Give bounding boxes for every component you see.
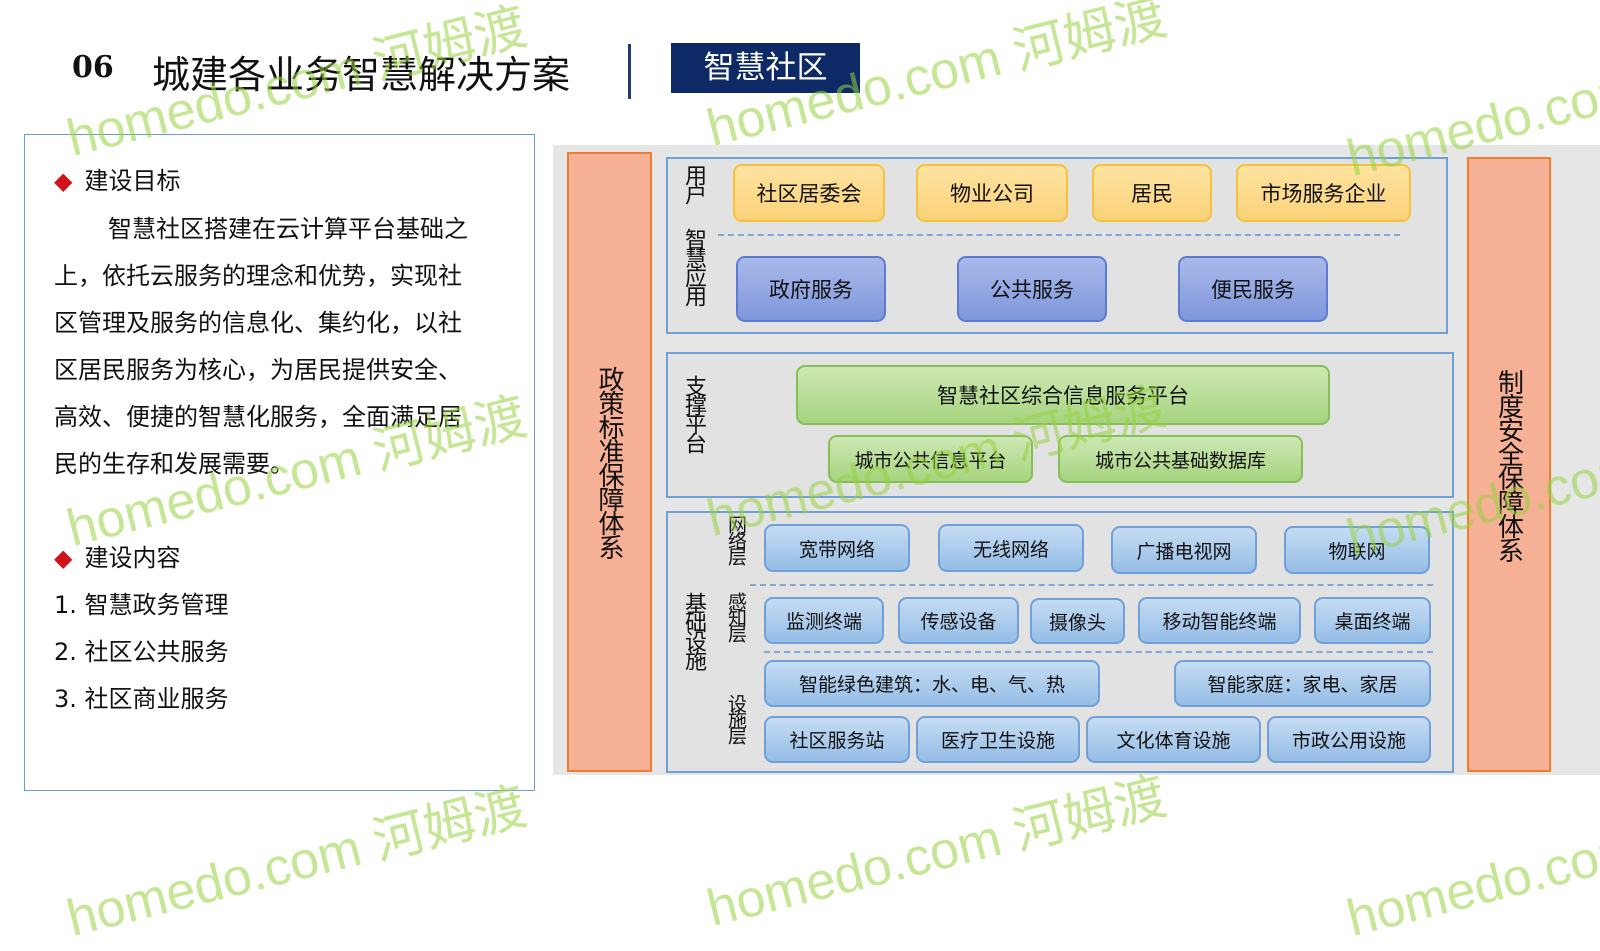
goal-heading-text: 建设目标 (84, 167, 181, 195)
goal-line: 区管理及服务的信息化、集约化，以社 (54, 309, 462, 337)
sensing-box: 摄像头 (1030, 598, 1125, 644)
app-box: 公共服务 (957, 256, 1107, 322)
goal-line: 上，依托云服务的理念和优势，实现社 (54, 262, 462, 290)
network-box: 广播电视网 (1111, 526, 1257, 574)
network-box: 物联网 (1284, 526, 1430, 574)
left-pillar-text: 政策标准保障体系 (594, 366, 624, 558)
sensing-box: 桌面终端 (1314, 597, 1431, 644)
user-box: 社区居委会 (733, 164, 885, 222)
right-pillar-text: 制度安全保障体系 (1493, 368, 1524, 561)
divider (764, 651, 1433, 653)
divider (750, 584, 1433, 586)
sensing-box: 监测终端 (764, 597, 884, 644)
diamond-bullet-icon: ◆ (54, 167, 73, 195)
left-pillar: 政策标准保障体系 (567, 152, 652, 772)
facility-box: 智能绿色建筑：水、电、气、热 (764, 660, 1100, 707)
right-pillar: 制度安全保障体系 (1467, 157, 1551, 772)
platform-box: 智慧社区综合信息服务平台 (796, 365, 1330, 425)
app-box: 便民服务 (1178, 256, 1328, 322)
user-box: 物业公司 (916, 164, 1068, 222)
facility-label: 设施层 (725, 694, 747, 742)
content-heading: ◆ 建设内容 (54, 535, 504, 582)
support-label: 支撑平台 (681, 375, 706, 451)
facility-box: 社区服务站 (764, 716, 910, 763)
users-label: 用户 (681, 164, 706, 202)
apps-label: 智慧应用 (681, 228, 706, 304)
content-item: 2. 社区公共服务 (54, 638, 229, 666)
network-box: 宽带网络 (764, 524, 910, 572)
watermark: homedo.com 河姆渡 (1341, 778, 1600, 948)
goal-line: 智慧社区搭建在云计算平台基础之 (108, 215, 468, 243)
network-box: 无线网络 (938, 524, 1084, 572)
user-box: 居民 (1092, 164, 1212, 222)
facility-box: 市政公用设施 (1267, 716, 1431, 763)
goal-line: 高效、便捷的智慧化服务，全面满足居 (54, 403, 462, 431)
user-box: 市场服务企业 (1236, 164, 1411, 222)
facility-box: 医疗卫生设施 (916, 716, 1080, 763)
network-label: 网络层 (725, 515, 747, 563)
sensing-label: 感知层 (725, 592, 747, 640)
section-number: 06 (72, 50, 114, 85)
app-box: 政府服务 (736, 256, 886, 322)
goal-heading: ◆ 建设目标 (54, 158, 504, 205)
sensing-box: 移动智能终端 (1138, 597, 1301, 644)
goal-line: 区居民服务为核心，为居民提供安全、 (54, 356, 462, 384)
section-tag: 智慧社区 (671, 43, 860, 93)
content-item: 1. 智慧政务管理 (54, 591, 229, 619)
content-item: 3. 社区商业服务 (54, 685, 229, 713)
platform-sub-box: 城市公共信息平台 (828, 435, 1033, 483)
page-title: 城建各业务智慧解决方案 (152, 53, 571, 97)
diamond-bullet-icon: ◆ (54, 544, 73, 572)
description-panel (24, 134, 535, 791)
watermark: homedo.com 河姆渡 (61, 777, 533, 948)
facility-box: 文化体育设施 (1086, 716, 1261, 763)
goal-line: 民的生存和发展需要。 (54, 450, 294, 478)
divider (628, 44, 631, 99)
infra-label: 基础设施 (681, 592, 706, 668)
facility-box: 智能家庭：家电、家居 (1174, 660, 1431, 707)
divider (718, 234, 1400, 236)
watermark: homedo.com 河姆渡 (701, 767, 1173, 938)
content-heading-text: 建设内容 (84, 544, 181, 572)
sensing-box: 传感设备 (898, 597, 1019, 644)
platform-sub-box: 城市公共基础数据库 (1058, 435, 1303, 483)
